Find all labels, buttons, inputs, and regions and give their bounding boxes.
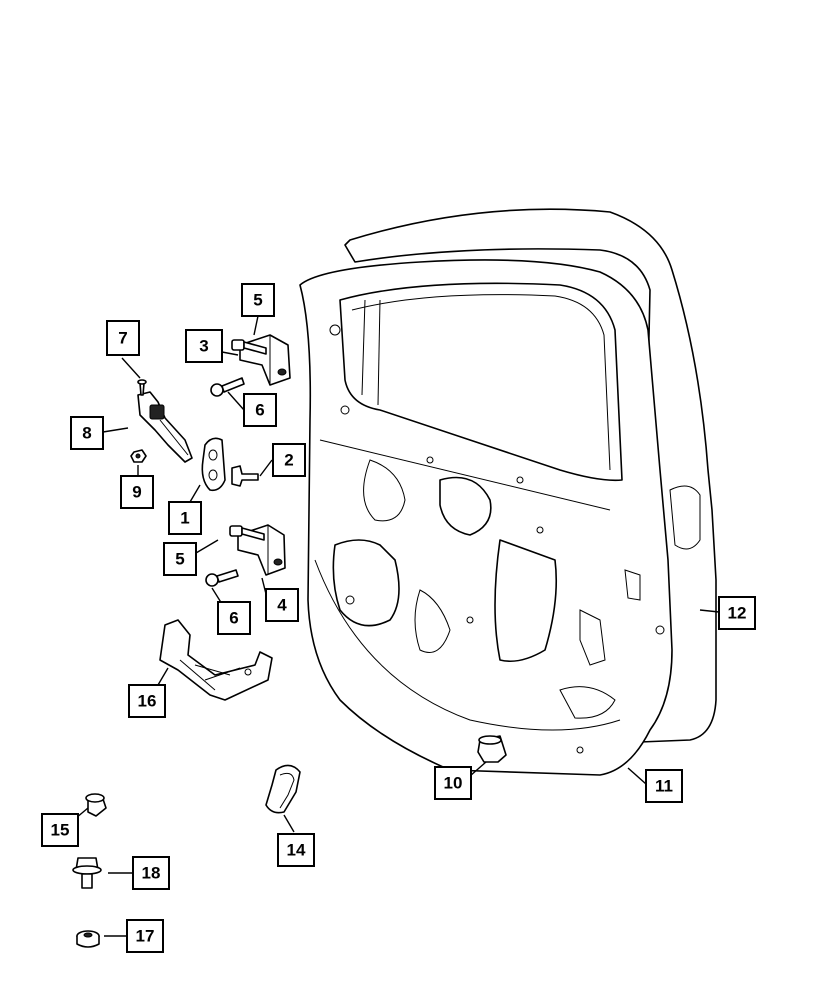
svg-text:5: 5 xyxy=(253,291,262,310)
svg-text:1: 1 xyxy=(180,509,189,528)
svg-text:9: 9 xyxy=(132,483,141,502)
leader-lines xyxy=(75,315,720,937)
callout-17: 17 xyxy=(126,919,164,953)
callout-2: 2 xyxy=(272,443,306,477)
lower-hinge-bolt-part xyxy=(229,525,265,541)
callout-14: 14 xyxy=(277,833,315,867)
callout-5-upper: 5 xyxy=(241,283,275,317)
callout-8: 8 xyxy=(70,416,104,450)
grommet-part xyxy=(76,930,100,948)
svg-text:11: 11 xyxy=(655,777,673,796)
callout-15: 15 xyxy=(41,813,79,847)
callout-12: 12 xyxy=(718,596,756,630)
callout-9: 9 xyxy=(120,475,154,509)
callout-16: 16 xyxy=(128,684,166,718)
svg-text:16: 16 xyxy=(138,692,157,711)
callout-6-upper: 6 xyxy=(243,393,277,427)
callout-18: 18 xyxy=(132,856,170,890)
upper-hinge-bolt-part xyxy=(231,339,267,355)
svg-text:18: 18 xyxy=(142,864,161,883)
svg-text:17: 17 xyxy=(136,927,155,946)
callout-10: 10 xyxy=(434,766,472,800)
svg-text:5: 5 xyxy=(175,550,184,569)
callout-7: 7 xyxy=(106,320,140,356)
lower-hinge-part xyxy=(237,524,286,576)
upper-hinge-screw-part xyxy=(210,377,245,397)
callout-11: 11 xyxy=(645,769,683,803)
svg-text:3: 3 xyxy=(199,337,208,356)
door-check-part xyxy=(137,391,193,463)
door-check-screw-part xyxy=(137,379,147,396)
hinge-bumper-part xyxy=(201,437,226,492)
door-check-nut-part xyxy=(130,449,147,463)
bolt-part xyxy=(72,857,102,889)
door-pad-part xyxy=(265,764,301,814)
svg-text:4: 4 xyxy=(277,596,287,615)
door-shell-part xyxy=(299,208,717,776)
svg-text:6: 6 xyxy=(255,401,264,420)
svg-text:15: 15 xyxy=(51,821,70,840)
svg-text:7: 7 xyxy=(118,329,127,348)
callout-3: 3 xyxy=(185,329,223,363)
svg-text:12: 12 xyxy=(728,604,747,623)
svg-text:8: 8 xyxy=(82,424,91,443)
svg-text:14: 14 xyxy=(287,841,306,860)
callout-5-lower: 5 xyxy=(163,542,197,576)
svg-text:2: 2 xyxy=(284,451,293,470)
callout-1: 1 xyxy=(168,501,202,535)
svg-text:6: 6 xyxy=(229,609,238,628)
lower-hinge-screw-part xyxy=(205,569,239,587)
callout-4: 4 xyxy=(265,588,299,622)
svg-text:10: 10 xyxy=(444,774,463,793)
callout-6-lower: 6 xyxy=(217,601,251,635)
plug-part xyxy=(85,793,107,817)
door-bumper-part xyxy=(477,735,507,763)
door-pin-part xyxy=(231,465,259,487)
reinforcement-bracket-part xyxy=(159,619,273,701)
